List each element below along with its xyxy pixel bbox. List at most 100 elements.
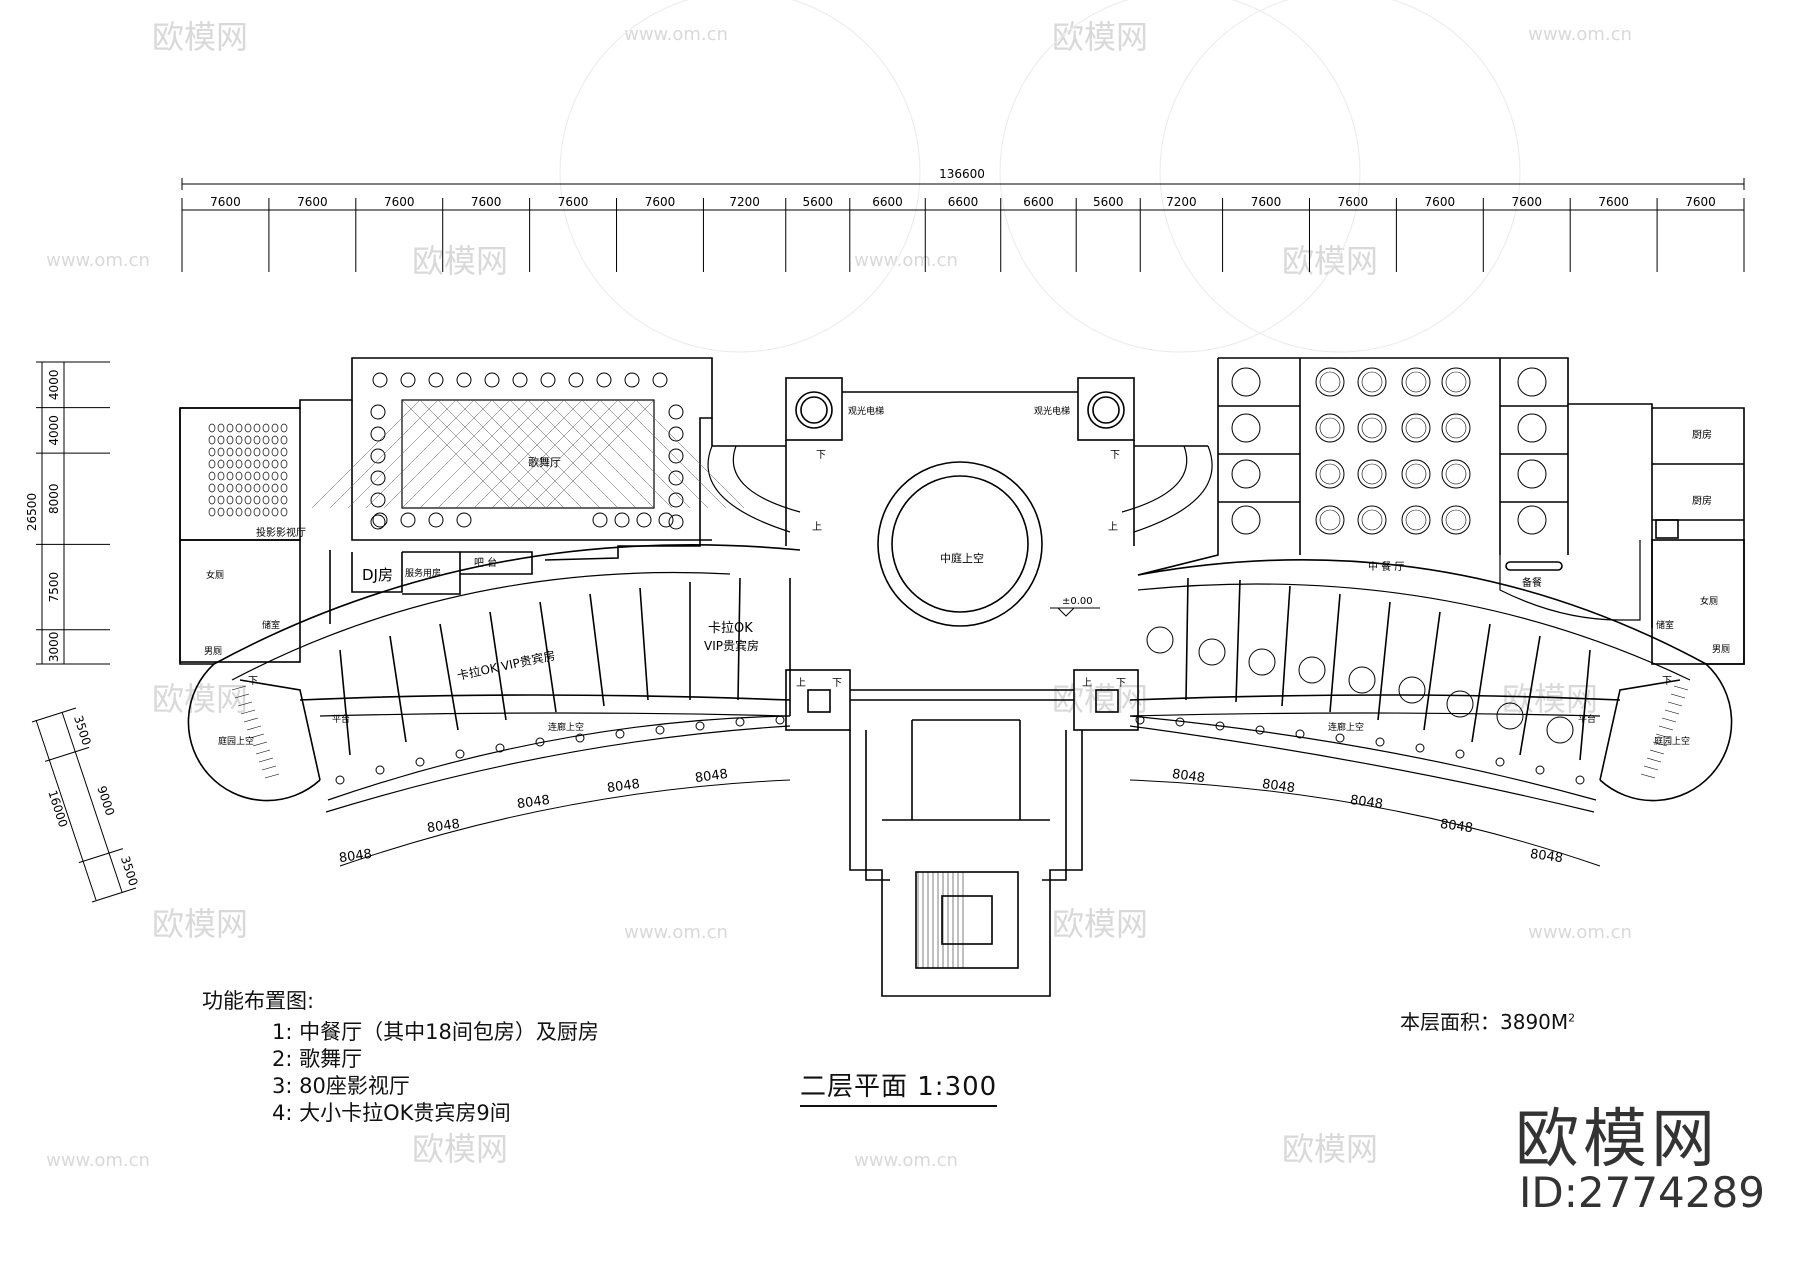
stair-tread [261,765,277,771]
column-icon [1295,729,1305,739]
round-table-icon [1405,417,1427,439]
restaurant-label: 中 餐 厅 [1368,560,1404,573]
round-table-icon [1445,463,1467,485]
watermark-logo: 欧模网 [1052,905,1148,943]
dim-label: 6600 [1023,195,1054,209]
dim-tick [78,848,124,864]
round-table-icon [1446,690,1474,718]
seat-icon [235,459,243,469]
round-table-icon [1146,626,1174,654]
column-icon [335,775,345,785]
watermark-logo: 欧模网 [1282,242,1378,280]
dim-label: 7600 [297,195,328,209]
round-table-icon [1496,702,1524,730]
seat-icon [235,471,243,481]
table-icon [484,372,500,388]
round-table-icon [1361,371,1383,393]
female-wc-right-label: 女厕 [1700,595,1718,607]
bay-dimension-label: 8048 [1439,817,1474,836]
seat-icon [262,495,270,505]
seat-icon [271,447,279,457]
table-icon [668,404,684,420]
column-icon [1175,717,1185,727]
dim-label: 5600 [803,195,834,209]
hatch-line [383,399,493,509]
dim-line [61,711,123,893]
round-table-icon [1357,459,1387,489]
column-icon [1495,757,1505,767]
table-icon [456,372,472,388]
watermark-arc [559,0,921,353]
watermark-logo: 欧模网 [152,18,248,56]
seat-icon [253,435,261,445]
male-wc-left-label: 男厕 [204,646,222,657]
bar-label: 吧 台 [474,556,497,569]
hatch-line [419,399,529,509]
seat-icon [217,471,225,481]
seat-icon [271,507,279,517]
seat-icon [217,435,225,445]
table-icon [428,512,444,528]
storage-left-label: 储室 [262,619,280,631]
level-symbol [1050,607,1100,617]
column-icon [1575,775,1585,785]
dance-hall-label: 歌舞厅 [528,455,561,469]
round-table-icon [1348,666,1376,694]
dim-label: 7600 [1685,195,1716,209]
stair-tread [240,709,256,715]
round-table-icon [1401,367,1431,397]
seat-icon [208,423,216,433]
table-icon [372,372,388,388]
stair-down-4: 下 [1662,676,1672,687]
stair-tread [249,733,265,739]
bay-dimension-label: 8048 [694,767,729,786]
stair-tread [252,741,268,747]
round-table-icon [1357,367,1387,397]
seat-icon [253,507,261,517]
hatch-line [599,399,709,509]
karaoke-vip-right-label-1: 卡拉OK [708,621,753,636]
seat-icon [235,483,243,493]
seat-icon [226,447,234,457]
stair-tread [231,685,247,691]
seat-icon [280,507,288,517]
seat-icon [280,435,288,445]
round-table-icon [1517,505,1547,535]
column-icon [415,757,425,767]
stair-tread [258,757,274,763]
seat-icon [235,447,243,457]
round-table-icon [1398,676,1426,704]
column-icon [1335,733,1345,743]
watermark-url: www.om.cn [46,1150,150,1171]
column-icon [1135,715,1145,725]
seat-icon [262,423,270,433]
dim-label: 4000 [47,415,61,446]
dim-tick [91,887,137,903]
round-table-icon [1298,656,1326,684]
seat-icon [208,507,216,517]
round-table-icon [1405,509,1427,531]
table-icon [596,372,612,388]
column-icon [1535,765,1545,775]
seat-icon [244,483,252,493]
seat-icon [208,459,216,469]
stair-down-3: 下 [248,676,258,687]
floor-area: 本层面积：3890M2 [1400,1006,1575,1035]
seat-icon [217,459,225,469]
seat-icon [208,435,216,445]
male-wc-right-label: 男厕 [1712,644,1730,655]
stair-tread [1655,733,1671,739]
stair-tread [246,725,262,731]
watermark-logo: 欧模网 [1282,1130,1378,1168]
hatch-line [527,399,637,509]
watermark-url: www.om.cn [46,250,150,271]
seat-icon [226,483,234,493]
table-icon [652,372,668,388]
table-icon [624,372,640,388]
watermark-logo: 欧模网 [1052,18,1148,56]
stair-tread [1643,765,1659,771]
hatch-line [329,399,439,509]
